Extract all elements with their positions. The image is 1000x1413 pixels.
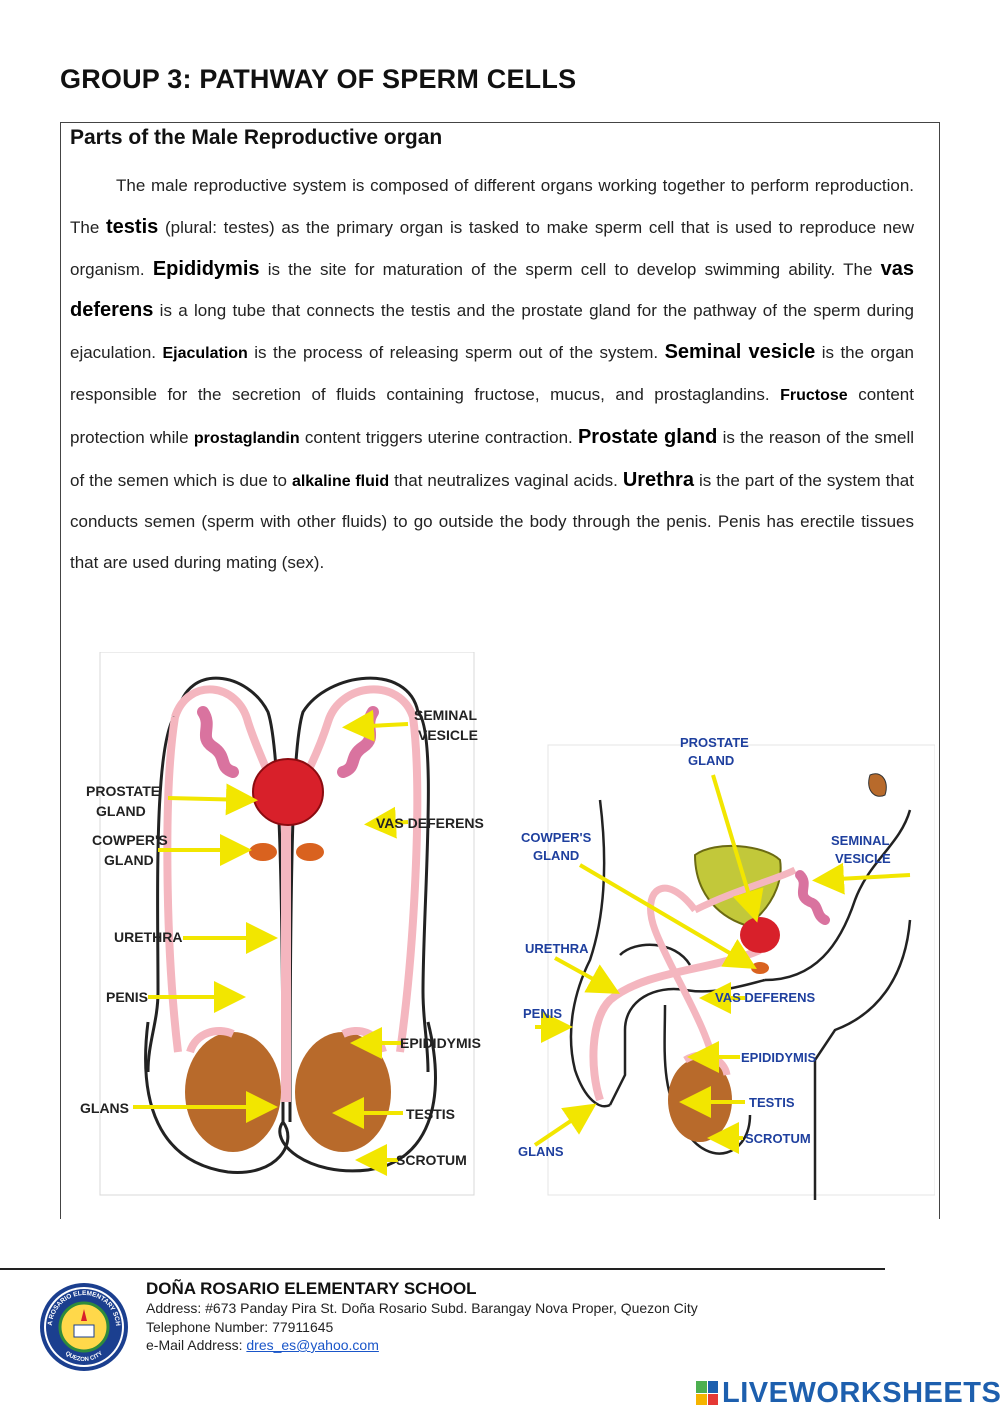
label-scrotum: SCROTUM — [396, 1152, 467, 1168]
liveworksheets-brand[interactable]: LIVEWORKSHEETS — [696, 1377, 1000, 1409]
label-prostate-2: GLAND — [96, 803, 146, 819]
label-vas-deferens: VAS DEFERENS — [376, 815, 484, 831]
side-label-seminal-2: VESICLE — [835, 851, 891, 866]
seminal-vesicle-left — [197, 706, 239, 778]
label-urethra: URETHRA — [114, 929, 182, 945]
school-seal-logo: DOÑA ROSARIO ELEMENTARY SCHOOL QUEZON CI… — [38, 1281, 128, 1371]
term-vas-deferens: vas deferens — [70, 257, 914, 322]
side-pointer-arrows — [533, 774, 911, 1154]
paragraph-text: is the site for maturation of the sperm … — [259, 259, 881, 279]
prostate-gland — [252, 758, 324, 826]
front-view-diagram: SEMINAL VESICLE PROSTATE GLAND COWPER'S … — [80, 652, 484, 1196]
label-cowper-1: COWPER'S — [92, 832, 168, 848]
paragraph-text: is the organ responsible for the secreti… — [70, 343, 915, 404]
testis-left — [185, 1032, 281, 1152]
seminal-vesicle — [795, 870, 830, 925]
cowpers-gland-left — [249, 843, 277, 861]
label-seminal-vesicle-1: SEMINAL — [414, 707, 477, 723]
term-seminal-vesicle: Seminal vesicle — [664, 341, 816, 364]
school-email-line: e-Mail Address: dres_es@yahoo.com — [146, 1337, 379, 1353]
school-name: DOÑA ROSARIO ELEMENTARY SCHOOL — [146, 1279, 477, 1298]
side-label-scrotum: SCROTUM — [745, 1131, 811, 1146]
side-label-glans: GLANS — [518, 1144, 564, 1159]
content-frame — [60, 122, 940, 1219]
side-label-prostate-2: GLAND — [688, 753, 734, 768]
testis-right — [295, 1032, 391, 1152]
side-image-frame — [547, 744, 935, 1196]
paragraph-text: is the part of the system that conducts … — [70, 470, 914, 573]
prostate-gland — [740, 917, 780, 953]
paragraph-text: that neutralizes vaginal acids. — [389, 470, 623, 490]
side-label-testis: TESTIS — [749, 1095, 795, 1110]
term-alkaline-fluid: alkaline fluid — [291, 472, 390, 490]
term-fructose: Fructose — [780, 386, 848, 404]
brand-name: LIVEWORKSHEETS — [722, 1376, 1000, 1409]
label-prostate-1: PROSTATE — [86, 783, 160, 799]
paragraph-text: content triggers uterine contraction. — [299, 427, 578, 447]
cowpers-gland-right — [296, 843, 324, 861]
paragraph-text: (plural: testes) as the primary organ is… — [70, 217, 914, 279]
term-urethra: Urethra — [622, 468, 694, 491]
label-glans: GLANS — [80, 1100, 129, 1116]
vas-deferens — [647, 884, 719, 1071]
epididymis-left — [186, 1027, 235, 1054]
label-seminal-vesicle-2: VESICLE — [418, 727, 478, 743]
term-testis: testis — [106, 215, 159, 238]
liveworksheets-logo-icon — [696, 1381, 718, 1405]
section-heading: Parts of the Male Reproductive organ — [70, 126, 443, 149]
side-label-cowper-2: GLAND — [533, 848, 579, 863]
side-view-diagram: PROSTATE GLAND COWPER'S GLAND SEMINAL VE… — [518, 735, 935, 1200]
cowpers-gland — [751, 962, 769, 974]
side-label-vas-deferens: VAS DEFERENS — [715, 990, 815, 1005]
page-title: GROUP 3: PATHWAY OF SPERM CELLS — [60, 64, 577, 94]
paragraph-text: is a long tube that connects the testis … — [70, 301, 914, 363]
spine-bone — [868, 773, 887, 797]
side-label-epididymis: EPIDIDYMIS — [741, 1050, 816, 1065]
term-ejaculation: Ejaculation — [162, 345, 248, 363]
paragraph-text: content protection while — [70, 384, 914, 447]
side-label-urethra: URETHRA — [525, 941, 589, 956]
label-testis: TESTIS — [406, 1106, 455, 1122]
section-paragraph: The male reproductive system is composed… — [70, 166, 914, 584]
front-pointer-arrows — [133, 709, 409, 1176]
side-label-cowper-1: COWPER'S — [521, 830, 592, 845]
body-outline — [569, 799, 611, 1108]
urethra-tube — [589, 946, 762, 1102]
label-penis: PENIS — [106, 989, 148, 1005]
paragraph-text: The male reproductive system is composed… — [70, 176, 914, 237]
vas-deferens-right — [396, 716, 422, 1053]
footer-divider — [0, 1268, 885, 1270]
paragraph-text: is the reason of the smell of the semen … — [70, 427, 914, 490]
side-label-prostate-1: PROSTATE — [680, 735, 749, 750]
term-epididymis: Epididymis — [152, 257, 260, 280]
scrotum-outline — [144, 1021, 437, 1174]
label-cowper-2: GLAND — [104, 852, 154, 868]
school-phone: Telephone Number: 77911645 — [146, 1319, 334, 1335]
school-address: Address: #673 Panday Pira St. Doña Rosar… — [146, 1300, 698, 1316]
term-prostaglandin: prostaglandin — [193, 429, 300, 447]
vas-deferens-left — [163, 716, 182, 1053]
label-epididymis: EPIDIDYMIS — [400, 1035, 481, 1051]
email-label: e-Mail Address: — [146, 1337, 247, 1353]
email-link[interactable]: dres_es@yahoo.com — [246, 1337, 379, 1353]
side-label-seminal-1: SEMINAL — [831, 833, 890, 848]
side-label-penis: PENIS — [523, 1006, 562, 1021]
paragraph-text: is the process of releasing sperm out of… — [247, 343, 665, 363]
term-prostate-gland: Prostate gland — [577, 425, 718, 448]
